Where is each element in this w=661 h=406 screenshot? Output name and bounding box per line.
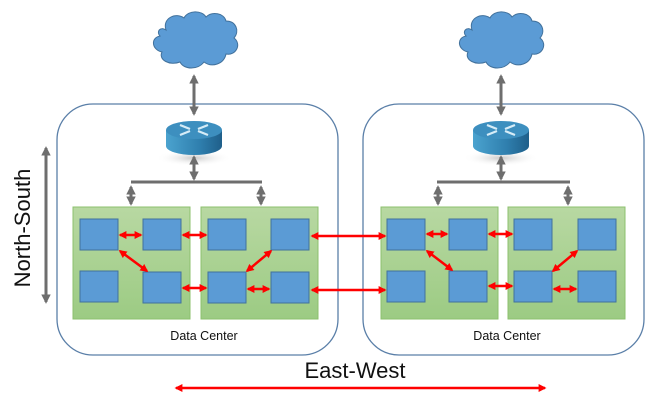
server-icon — [207, 218, 247, 251]
server-icon — [448, 218, 488, 251]
server-icon — [513, 270, 553, 303]
server-icon — [386, 218, 426, 251]
cloud-icon — [459, 11, 545, 69]
east-west-link — [425, 250, 454, 271]
data-center-label: Data Center — [170, 329, 237, 343]
east-west-link — [245, 249, 273, 273]
server-icon — [513, 218, 553, 251]
data-center-label: Data Center — [473, 329, 540, 343]
east-west-link — [551, 249, 579, 273]
server-icon — [577, 218, 617, 251]
cloud-icon — [153, 11, 239, 69]
server-icon — [270, 271, 310, 304]
server-icon — [270, 218, 310, 251]
server-icon — [79, 270, 119, 303]
east-west-link — [118, 249, 149, 273]
server-icon — [577, 270, 617, 303]
east-west-label: East-West — [304, 358, 405, 383]
server-icon — [207, 271, 247, 304]
server-icon — [142, 271, 182, 304]
server-icon — [142, 218, 182, 251]
router-icon — [156, 121, 232, 166]
north-south-label: North-South — [10, 169, 35, 288]
server-icon — [386, 270, 426, 303]
server-icon — [79, 218, 119, 251]
server-icon — [448, 270, 488, 303]
